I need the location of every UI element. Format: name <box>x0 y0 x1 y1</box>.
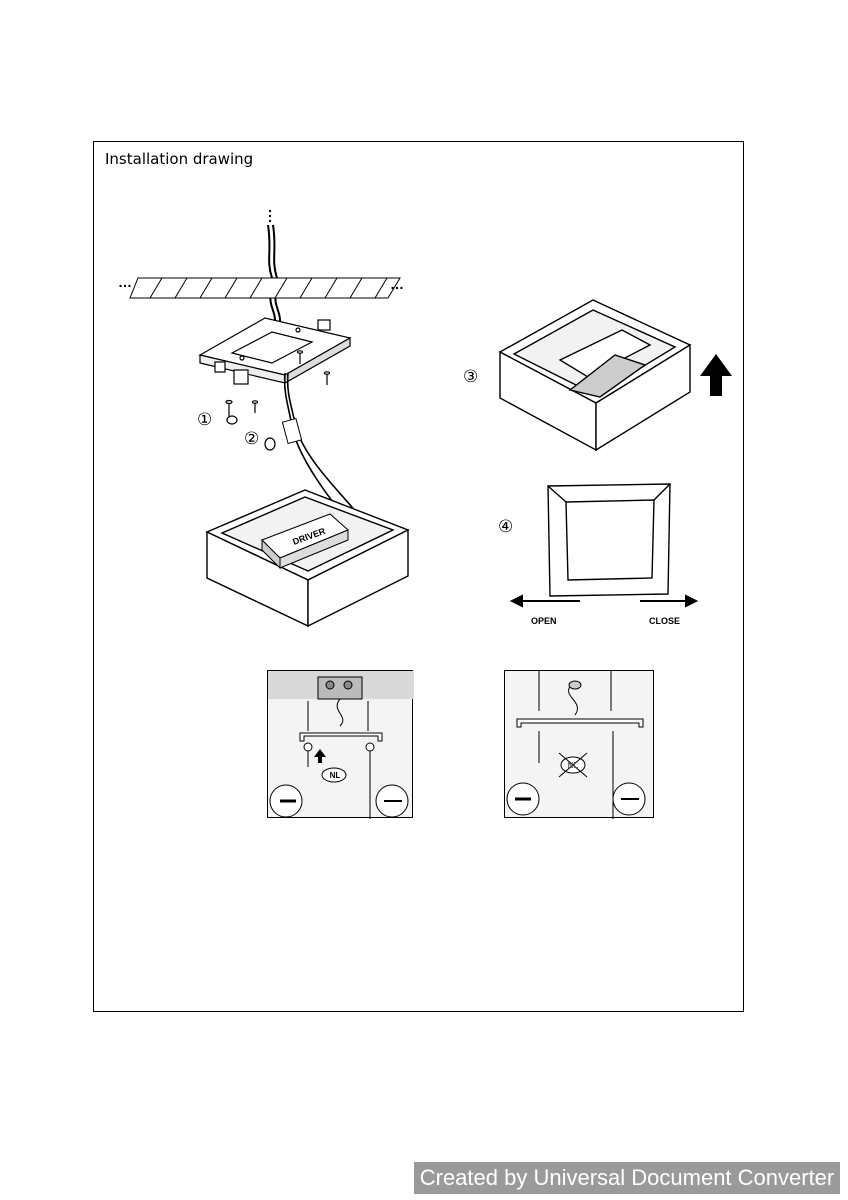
nl-badge-left: NL <box>329 771 341 780</box>
frame-title: Installation drawing <box>105 150 254 168</box>
up-arrow-icon <box>700 354 732 396</box>
bracket-illustration-right <box>506 671 646 819</box>
fixture-box-closing <box>498 299 692 452</box>
step-4-label: ④ <box>498 517 513 537</box>
bracket-photo-right: NL <box>504 670 654 819</box>
close-arrow-icon <box>640 594 699 608</box>
open-label: OPEN <box>531 616 557 626</box>
ellipsis-right: … <box>390 276 404 292</box>
bracket-photo-left: NL <box>267 670 414 819</box>
installation-diagram: … … ① ② <box>118 209 732 628</box>
front-frame-panel <box>547 483 671 597</box>
mounting-plate <box>198 317 352 385</box>
driver-unit <box>261 513 349 570</box>
ellipsis-left: … <box>118 274 132 290</box>
close-label: CLOSE <box>649 616 680 626</box>
mounting-screws <box>225 350 331 451</box>
fixture-box-open <box>205 489 410 628</box>
watermark-banner: Created by Universal Document Converter <box>414 1162 840 1194</box>
bracket-illustration-left <box>268 671 414 819</box>
ceiling-slab <box>129 277 401 299</box>
step-2-label: ② <box>244 429 259 449</box>
wire-connector <box>281 417 303 445</box>
cable-dots <box>268 209 272 223</box>
installation-frame: Installation drawing <box>93 141 744 1012</box>
ceiling-cable <box>267 224 282 323</box>
step-1-label: ① <box>197 410 212 430</box>
nl-badge-right: NL <box>567 761 579 770</box>
open-arrow-icon <box>509 594 580 608</box>
step-3-label: ③ <box>463 367 478 387</box>
